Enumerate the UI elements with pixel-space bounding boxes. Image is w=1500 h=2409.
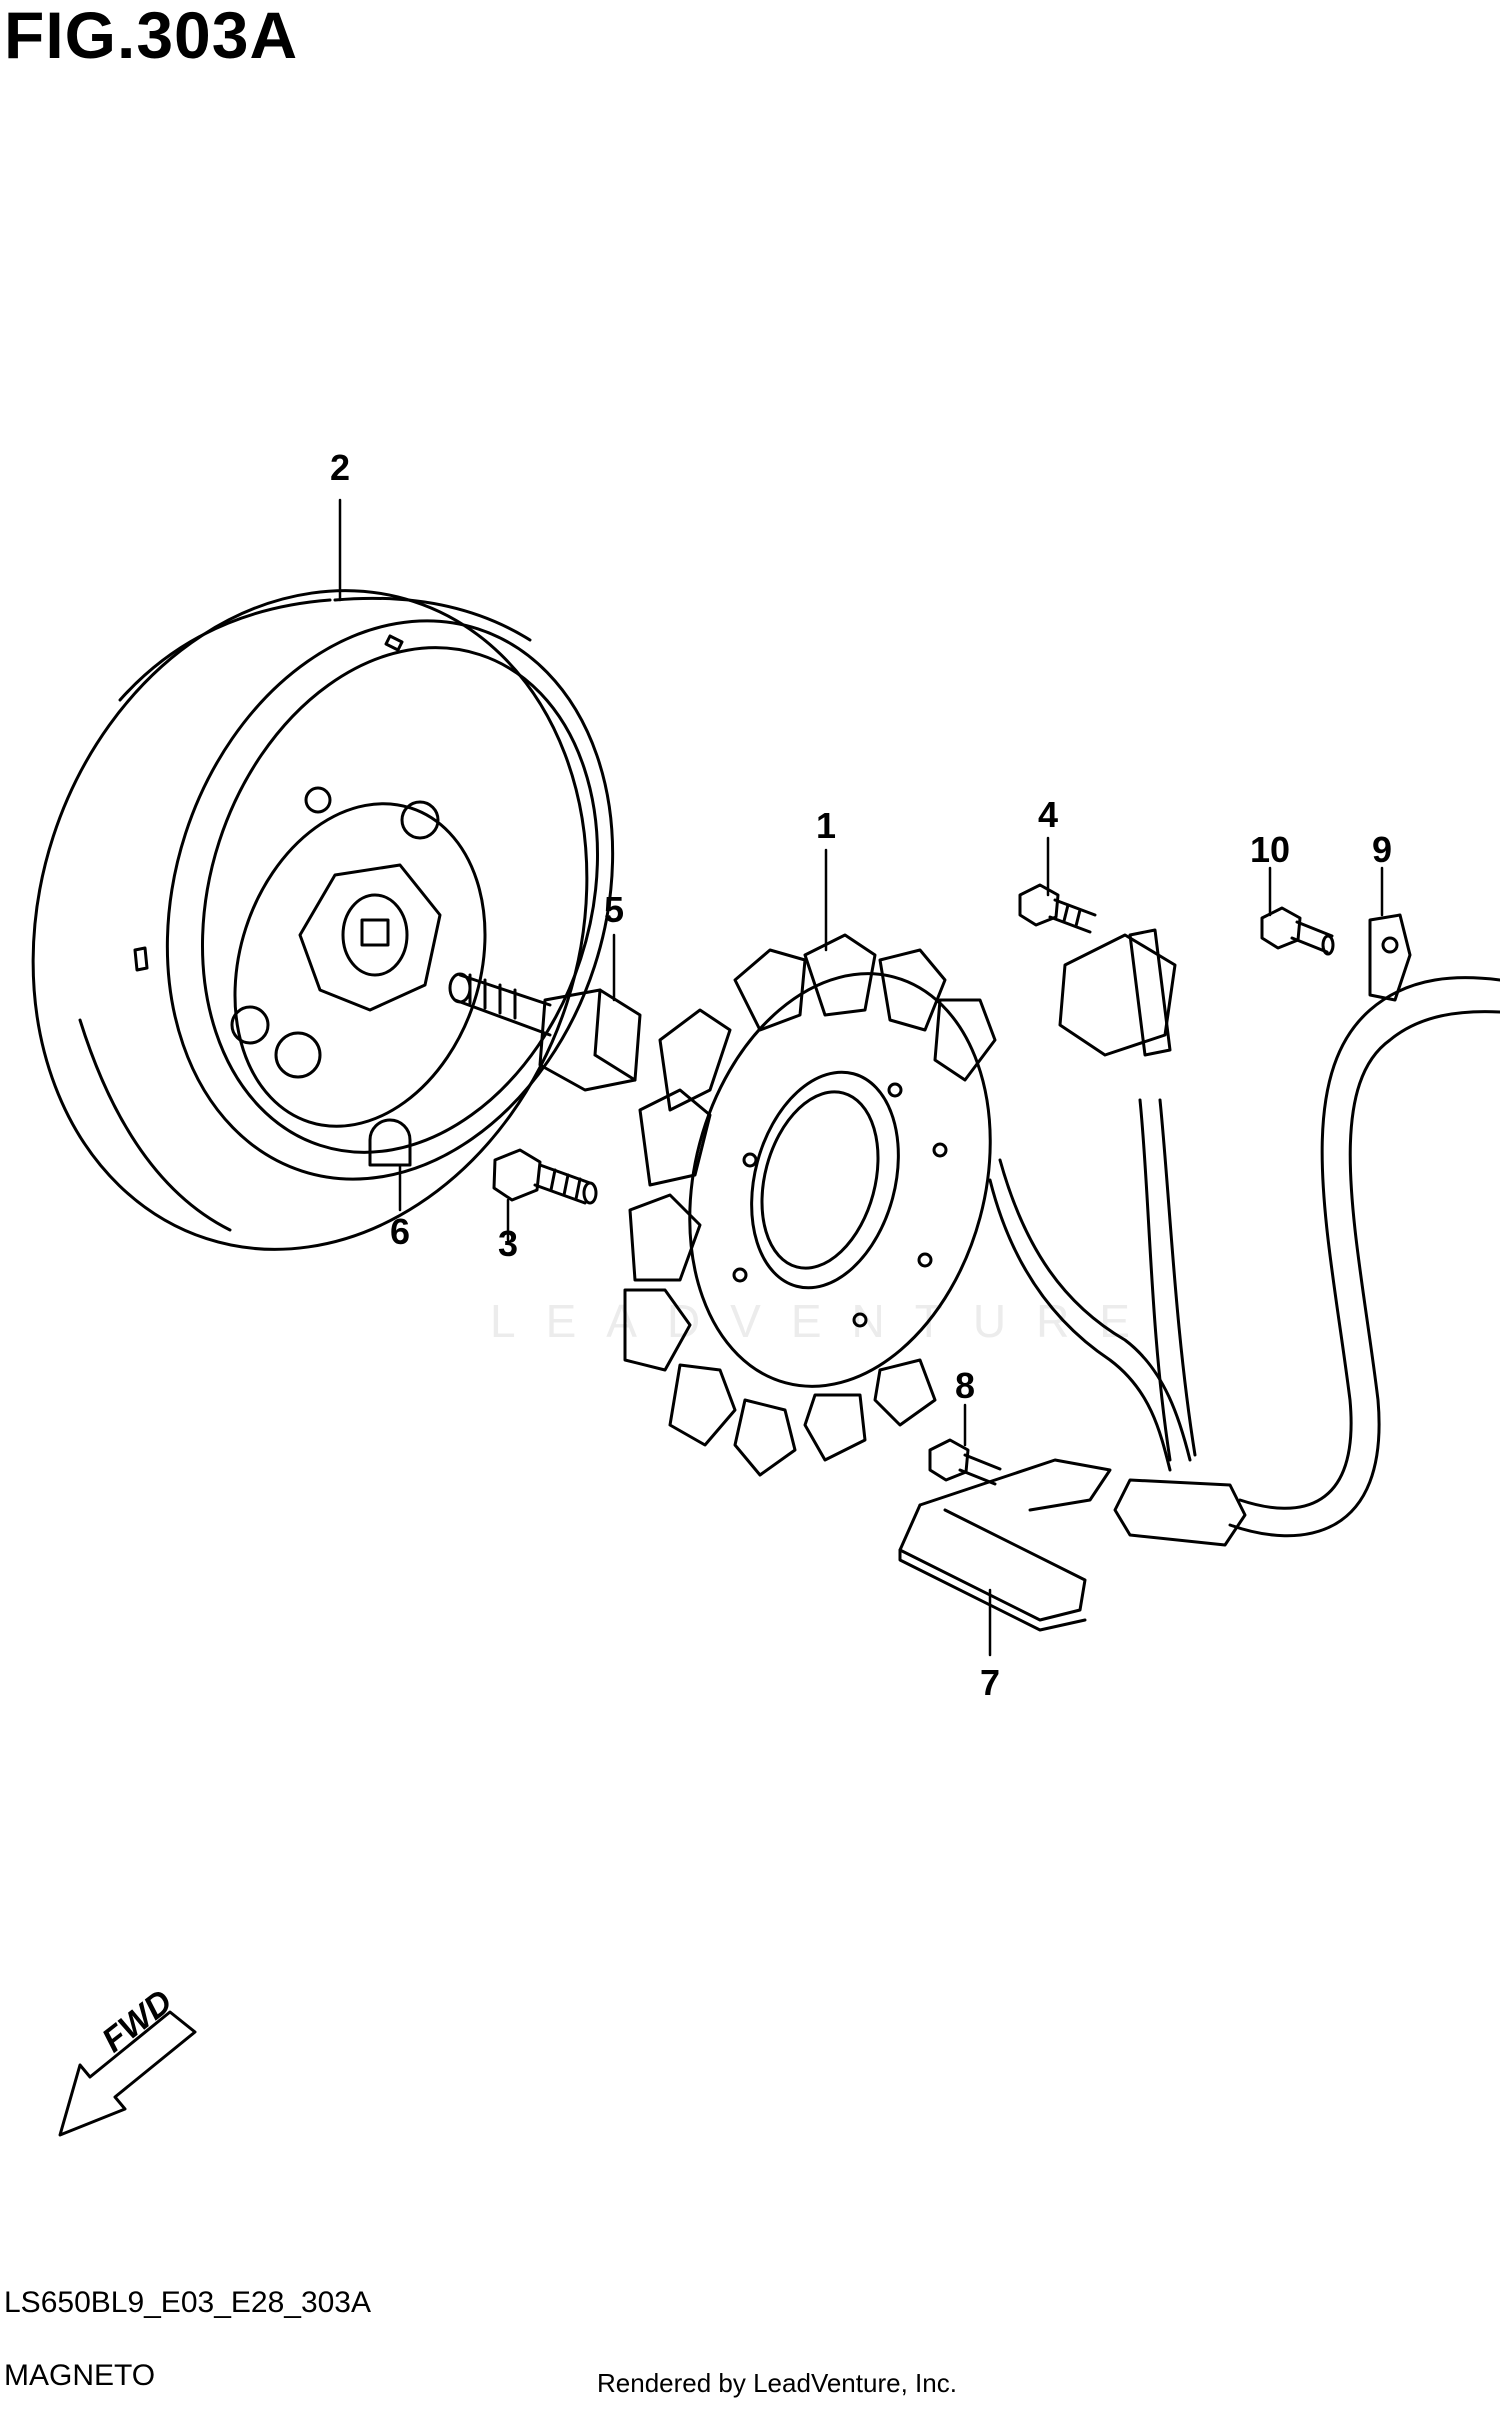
wire-clamp: [1368, 913, 1412, 1002]
rotor-bolt: [448, 972, 642, 1092]
pickup-bolt: [1018, 883, 1097, 934]
wire-harness: [988, 976, 1500, 1547]
diagram-code: LS650BL9_E03_E28_303A: [4, 2286, 372, 2319]
leader-lines: [338, 498, 1384, 1657]
watermark-text: LEADVENTURE: [490, 1295, 1160, 1347]
stator-coil-assembly: [623, 933, 997, 1477]
wire-cover: [898, 1458, 1112, 1632]
clamp-bolt: [1260, 906, 1335, 956]
callout-10: 10: [1249, 829, 1291, 870]
cover-bolt: [928, 1438, 1002, 1486]
render-credit: Rendered by LeadVenture, Inc.: [597, 2368, 957, 2398]
figure-title: FIG.303A: [4, 0, 299, 72]
callout-8: 8: [954, 1365, 976, 1406]
pickup-coil: [1058, 928, 1177, 1057]
diagram-name: MAGNETO: [4, 2359, 156, 2392]
callout-3: 3: [497, 1223, 519, 1264]
callout-9: 9: [1371, 829, 1393, 870]
stator-screw: [492, 1148, 598, 1205]
woodruff-key: [368, 1118, 412, 1167]
rotor-flywheel: [31, 589, 615, 1251]
callout-6: 6: [389, 1211, 411, 1252]
forward-arrow-icon: [58, 2010, 197, 2137]
callout-4: 4: [1037, 794, 1059, 835]
callout-5: 5: [603, 889, 625, 930]
callout-2: 2: [329, 447, 351, 488]
callout-1: 1: [815, 805, 837, 846]
callout-7: 7: [979, 1662, 1001, 1703]
